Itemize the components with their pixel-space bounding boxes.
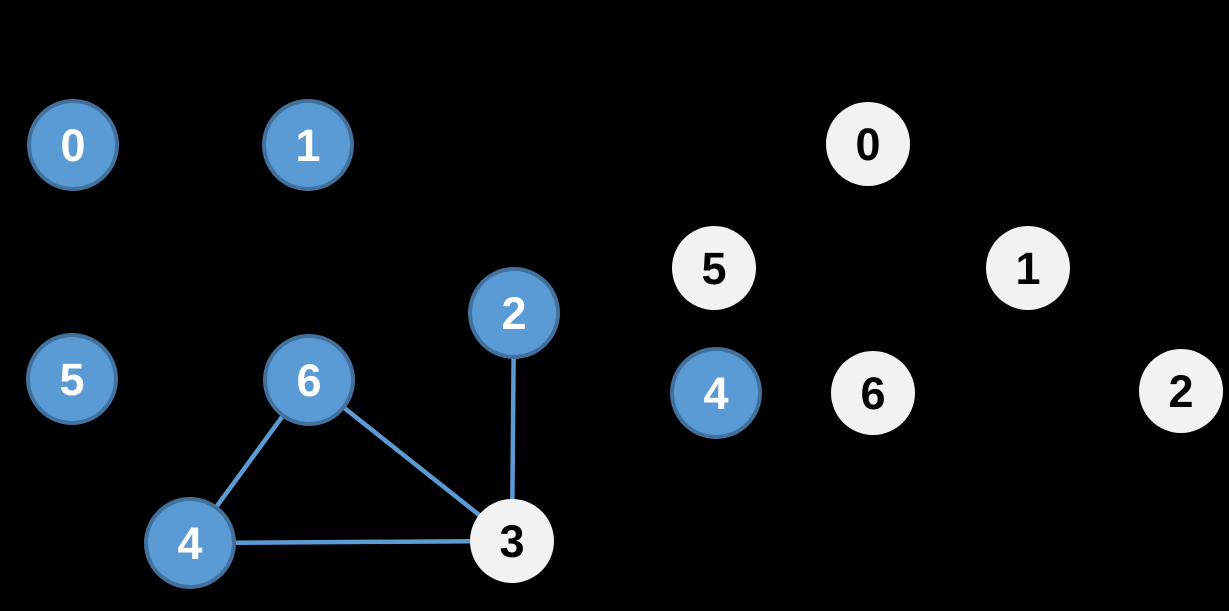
left-graph-node-3: 3	[470, 499, 554, 583]
node-label: 1	[1015, 242, 1041, 294]
node-label: 3	[499, 515, 525, 567]
node-label: 6	[860, 367, 886, 419]
node-label: 1	[295, 119, 321, 171]
edge-4-3	[189, 538, 513, 546]
node-label: 4	[703, 367, 729, 419]
node-label: 0	[60, 119, 86, 171]
node-label: 4	[177, 517, 203, 569]
node-label: 5	[701, 242, 727, 294]
right-graph-node-4: 4	[670, 347, 762, 439]
left-graph-node-1: 1	[262, 99, 354, 191]
left-graph-node-2: 2	[468, 267, 560, 359]
node-label: 6	[296, 354, 322, 406]
node-label: 2	[501, 287, 527, 339]
left-graph-node-0: 0	[27, 99, 119, 191]
left-graph-node-6: 6	[263, 334, 355, 426]
right-graph-node-5: 5	[672, 226, 756, 310]
right-graph-node-6: 6	[831, 351, 915, 435]
node-label: 2	[1168, 365, 1194, 417]
right-graph-node-2: 2	[1139, 349, 1223, 433]
node-label: 5	[59, 353, 85, 405]
node-label: 0	[855, 118, 881, 170]
right-graph-node-1: 1	[986, 226, 1070, 310]
left-graph-node-5: 5	[26, 333, 118, 425]
left-graph-node-4: 4	[144, 497, 236, 589]
right-graph-node-0: 0	[826, 102, 910, 186]
